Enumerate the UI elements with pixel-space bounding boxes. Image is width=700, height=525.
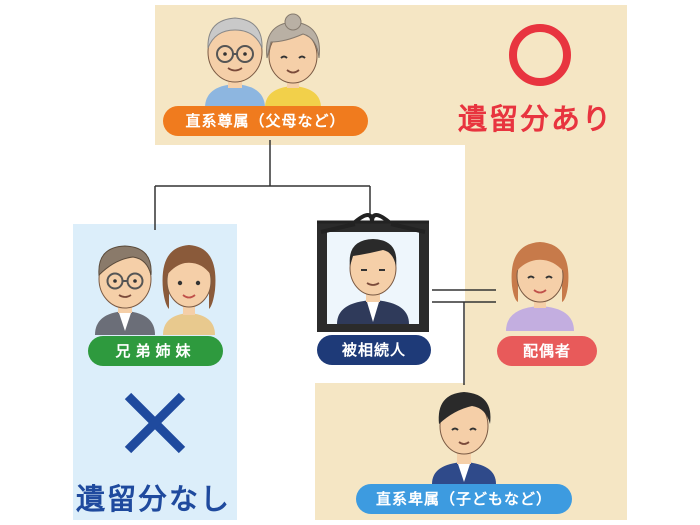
grandmother-figure	[265, 13, 321, 108]
brother-figure	[95, 245, 155, 335]
siblings-label: 兄弟姉妹	[88, 336, 223, 366]
deceased-label: 被相続人	[317, 335, 431, 365]
grandfather-figure	[205, 17, 265, 108]
cross-mark-icon	[124, 392, 186, 454]
deceased-portrait	[317, 213, 429, 332]
descendant-illustration	[432, 392, 496, 484]
has-reserve-text: 遺留分あり	[458, 102, 614, 136]
no-reserve-text: 遺留分なし	[76, 482, 232, 516]
ascendants-label: 直系尊属（父母など）	[163, 106, 368, 136]
siblings-illustration	[95, 245, 216, 335]
spouse-illustration	[506, 242, 574, 331]
deceased-figure	[337, 239, 409, 324]
parents-illustration	[205, 13, 321, 108]
sister-figure	[162, 245, 216, 335]
spouse-label: 配偶者	[497, 336, 597, 366]
descendants-label: 直系卑属（子どもなど）	[356, 484, 572, 514]
circle-mark-icon	[509, 24, 571, 86]
